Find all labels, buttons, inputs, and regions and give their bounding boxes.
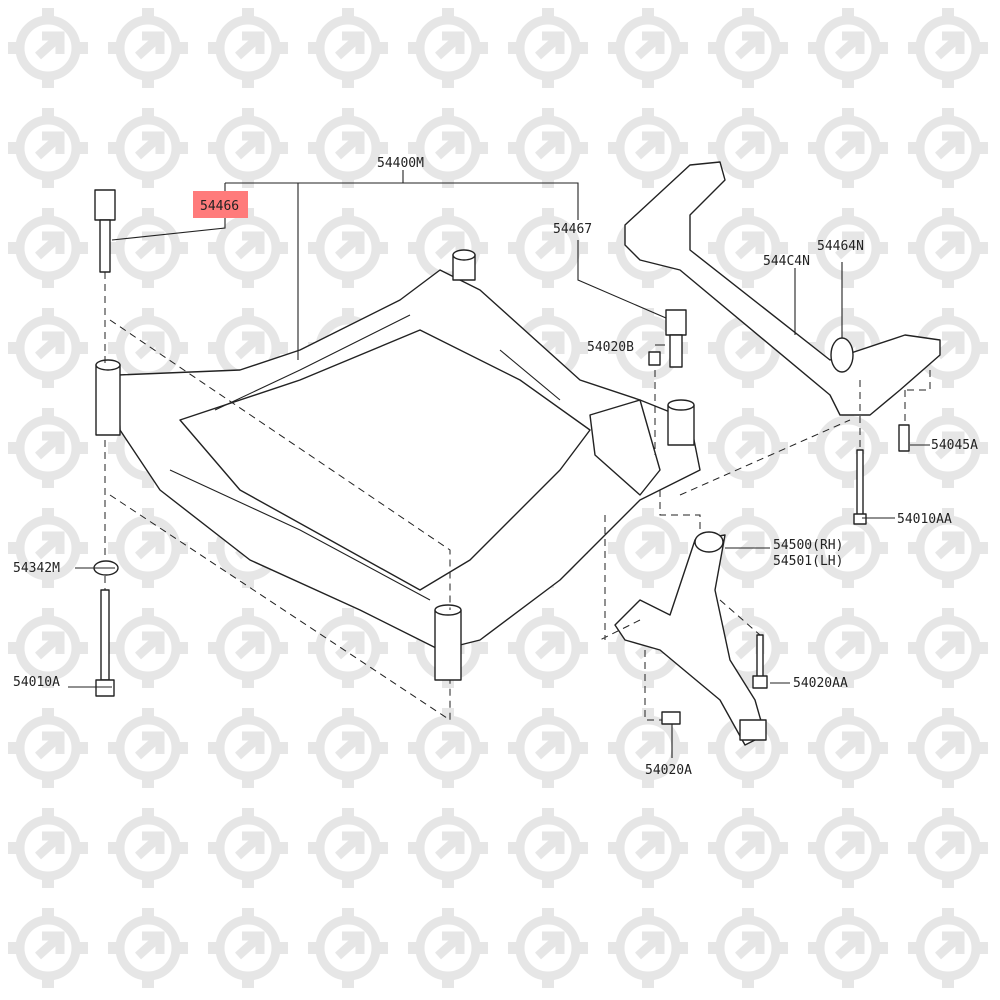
label-54500-rh[interactable]: 54500(RH): [773, 538, 843, 553]
label-54400M: 54400M: [377, 156, 424, 171]
label-54467[interactable]: 54467: [553, 222, 592, 237]
label-54010AA[interactable]: 54010AA: [897, 512, 952, 527]
bolt-54020AA[interactable]: [752, 634, 768, 689]
label-54020A[interactable]: 54020A: [645, 763, 692, 778]
bolt-54020A[interactable]: [661, 711, 681, 725]
front-subframe[interactable]: [95, 249, 701, 681]
label-54045A[interactable]: 54045A: [931, 438, 978, 453]
bolt-54466[interactable]: [94, 189, 116, 273]
transverse-link[interactable]: [614, 531, 767, 746]
label-54020AA[interactable]: 54020AA: [793, 676, 848, 691]
label-54466[interactable]: 54466: [200, 199, 239, 214]
bolt-54020B[interactable]: [648, 351, 661, 366]
stabilizer-bushing[interactable]: [830, 337, 854, 373]
label-54501-lh[interactable]: 54501(LH): [773, 554, 843, 569]
bolt-54045A[interactable]: [898, 424, 910, 452]
label-54464N[interactable]: 54464N: [817, 239, 864, 254]
label-54342M[interactable]: 54342M: [13, 561, 60, 576]
bolt-54010AA[interactable]: [853, 449, 867, 525]
label-544C4N[interactable]: 544C4N: [763, 254, 810, 269]
label-54020B[interactable]: 54020B: [587, 340, 634, 355]
highlight-box: [193, 191, 248, 218]
stopper-54467[interactable]: [665, 309, 687, 368]
label-54010A[interactable]: 54010A: [13, 675, 60, 690]
